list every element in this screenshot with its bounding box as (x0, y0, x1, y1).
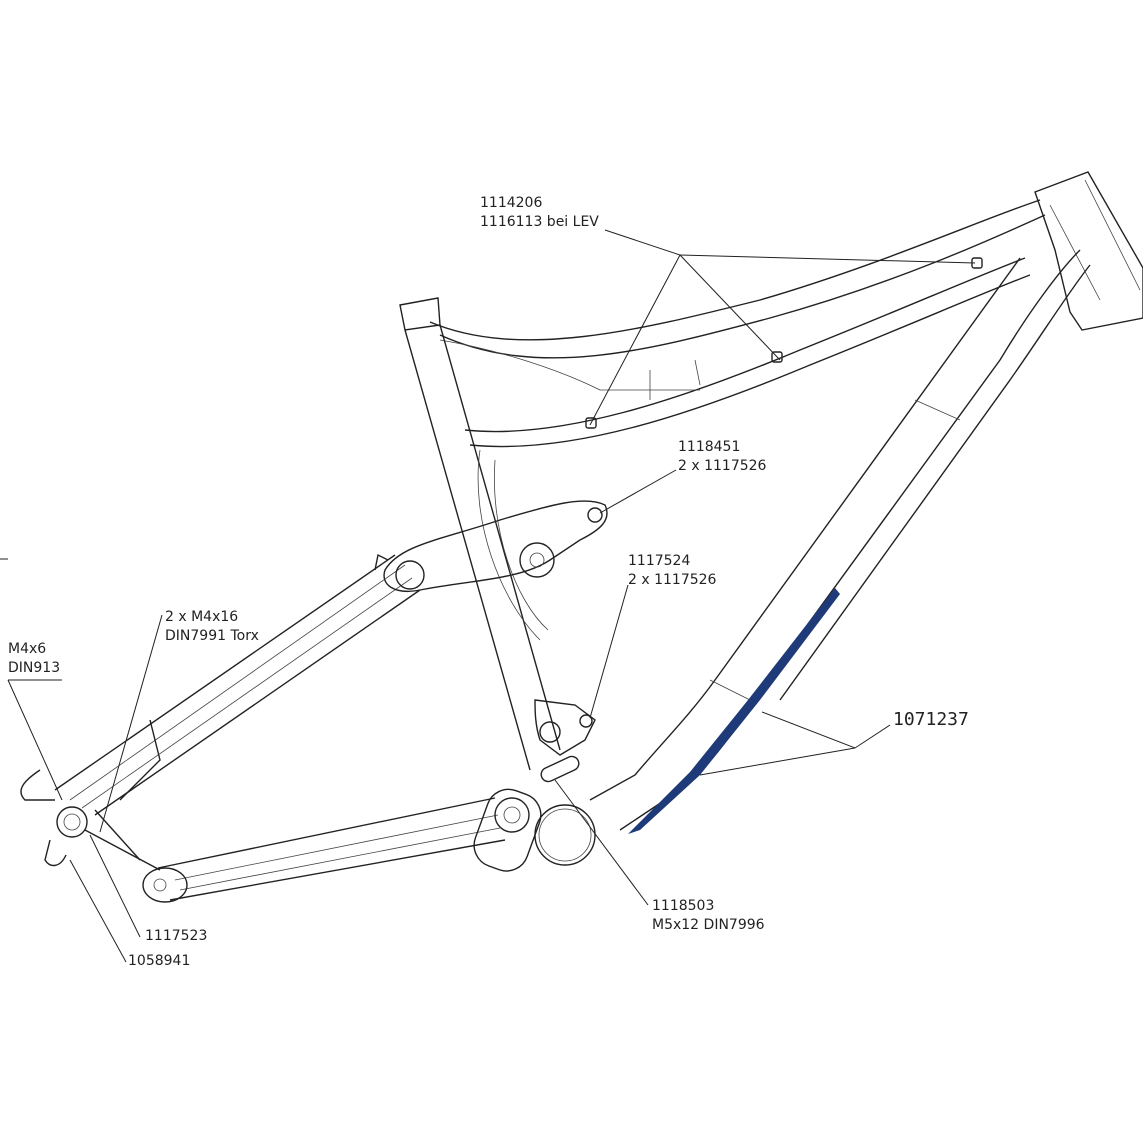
callout-rocker-bolts: 1118451 2 x 1117526 (678, 438, 766, 476)
screw-size: 2 x M4x16 (165, 609, 239, 625)
callout-cable-guide: 1118503 M5x12 DIN7996 (652, 897, 765, 935)
callout-derailleur-hanger: 1058941 (128, 952, 190, 971)
screw-size: M4x6 (8, 641, 47, 657)
screw-standard: DIN7991 Torx (165, 628, 259, 644)
callout-dropout-screws: 2 x M4x16 DIN7991 Torx (165, 608, 259, 646)
part-number: 1118451 (678, 439, 741, 455)
chainstay (142, 788, 542, 903)
down-tube (589, 249, 1091, 834)
leader-lines (0, 229, 976, 963)
screw-standard: M5x12 DIN7996 (652, 917, 765, 933)
part-number: 1114206 (480, 195, 543, 211)
shock-mount (534, 699, 596, 783)
callout-top-tube-guides: 1114206 1116113 bei LEV (480, 194, 599, 232)
cable-guides (585, 257, 983, 429)
head-tube (1034, 171, 1143, 331)
callout-shock-mount: 1117524 2 x 1117526 (628, 552, 716, 590)
part-number: 1071237 (893, 709, 969, 730)
downtube-protector (628, 588, 840, 834)
screw-standard: DIN913 (8, 660, 61, 676)
part-number: 1118503 (652, 898, 715, 914)
part-number: 1117524 (628, 553, 691, 569)
part-quantity: 2 x 1117526 (628, 572, 717, 588)
seat-tube (399, 297, 561, 771)
part-number-alt: 1116113 bei LEV (480, 214, 599, 230)
top-tube (429, 199, 1046, 448)
seatstay (20, 554, 421, 871)
callout-downtube-protector: 1071237 (893, 710, 969, 729)
bottom-bracket (534, 804, 596, 866)
part-number: 1117523 (145, 928, 208, 944)
callout-axle-part: 1117523 (145, 927, 207, 946)
part-quantity: 2 x 1117526 (678, 458, 767, 474)
rocker-link (374, 500, 608, 592)
callout-set-screw: M4x6 DIN913 (8, 640, 60, 678)
part-number: 1058941 (128, 953, 191, 969)
